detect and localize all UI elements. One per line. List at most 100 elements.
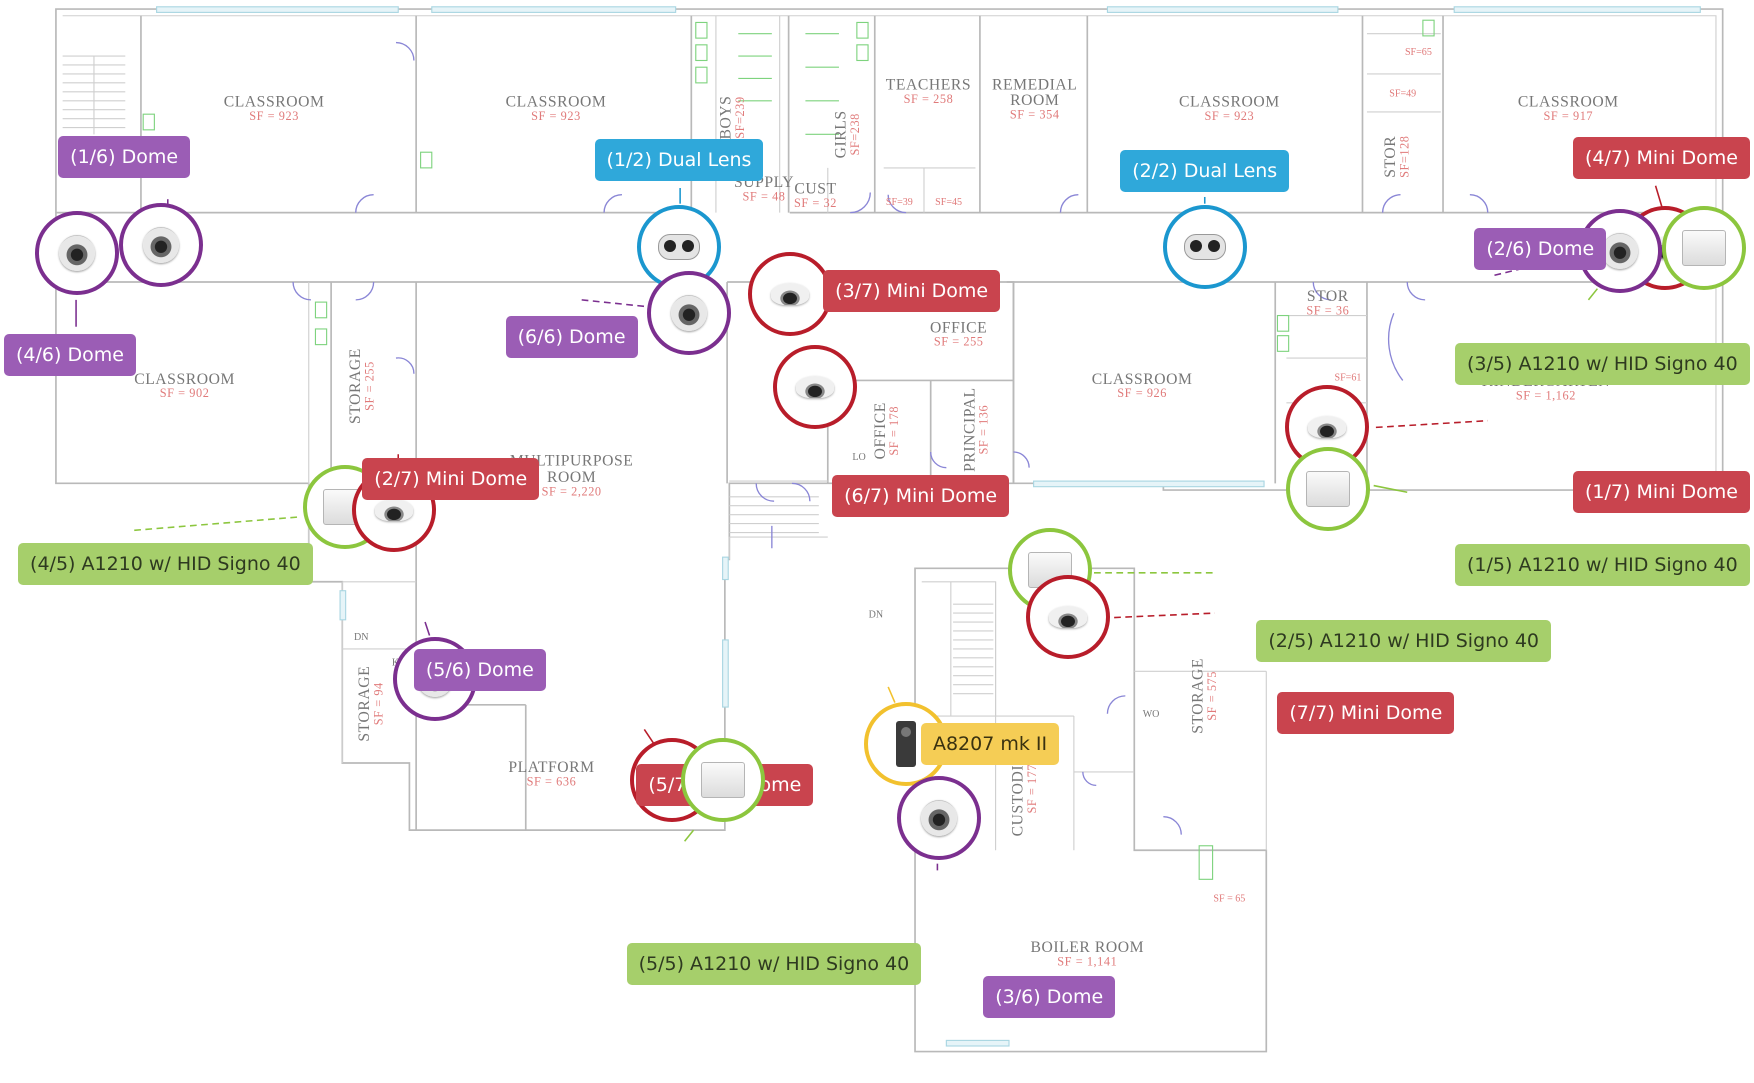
room-name: PRINCIPAL [961,387,978,472]
room-name: CLASSROOM [134,371,235,388]
room-area: SF = 926 [1117,386,1167,400]
intercom-a8207-label[interactable]: A8207 mk II [920,722,1060,765]
room-name: CLASSROOM [1518,93,1619,110]
room-name: BOYS [717,96,734,140]
cam-7-7-marker[interactable] [1026,575,1111,660]
room-area: SF=128 [1397,135,1411,177]
room-name: CUST [794,181,836,198]
room-name: MULTIPURPOSE [510,452,634,469]
dome-camera-icon [1601,232,1638,269]
dual-lens-camera-icon [658,234,700,261]
small-label: DN [354,632,369,643]
room-name: ROOM [547,469,596,486]
building-walls [55,8,1724,1053]
room-name: CLASSROOM [1092,371,1193,388]
room-area: SF = 258 [904,92,954,106]
room-name: STORAGE [347,348,364,424]
room-area: SF = 354 [1010,108,1060,122]
room-area: SF = 255 [363,361,377,411]
cam-1-7-label[interactable]: (1/7) Mini Dome [1573,471,1750,514]
room-name: ROOM [1010,92,1059,109]
room-name: BOILER ROOM [1031,939,1145,956]
room-area: SF = 923 [1205,109,1255,123]
mini-dome-camera-icon [1049,606,1088,629]
room-name: PLATFORM [508,759,594,776]
reader-1-5-marker[interactable] [1285,446,1370,531]
room-area: SF = 2,220 [542,485,602,499]
room-name: OFFICE [872,402,889,459]
cam-2-7-label[interactable]: (2/7) Mini Dome [362,457,540,500]
room-area: SF = 178 [887,406,901,456]
cam-2-2-label[interactable]: (2/2) Dual Lens [1120,150,1290,193]
room-area: SF = 923 [249,109,299,123]
cam-6-7-marker[interactable] [773,345,858,430]
reader-1-5-label[interactable]: (1/5) A1210 w/ HID Signo 40 [1455,543,1750,586]
cam-3-7-marker[interactable] [747,252,832,337]
small-label: SF=45 [935,197,962,208]
reader-4-5-label[interactable]: (4/5) A1210 w/ HID Signo 40 [18,542,313,585]
room-area: SF = 636 [527,774,577,788]
mini-dome-camera-icon [1307,416,1346,439]
room-area: SF = 136 [977,405,991,455]
cam-2-6-label[interactable]: (2/6) Dome [1474,228,1607,271]
room-area: SF = 923 [531,109,581,123]
room-area: SF = 94 [372,682,386,725]
reader-5-5-label[interactable]: (5/5) A1210 w/ HID Signo 40 [626,943,922,986]
room-area: SF = 255 [934,335,984,349]
room-name: OFFICE [930,319,987,336]
cam-1-6-marker[interactable] [119,202,204,287]
cam-2-2-marker[interactable] [1162,205,1247,290]
cam-7-7-label[interactable]: (7/7) Mini Dome [1277,691,1455,734]
reader-3-5-marker[interactable] [1661,206,1746,291]
room-area: SF = 32 [794,196,837,210]
room-area: SF = 1,162 [1516,388,1576,402]
doors [292,41,1489,835]
small-label: SF=39 [886,197,913,208]
cam-4-7-label[interactable]: (4/7) Mini Dome [1573,136,1750,179]
cam-3-6-label[interactable]: (3/6) Dome [983,975,1116,1018]
dome-camera-icon [143,226,180,263]
small-label: SF=61 [1334,372,1361,383]
mini-dome-camera-icon [770,283,809,306]
room-area: SF = 575 [1205,671,1219,721]
cam-6-7-label[interactable]: (6/7) Mini Dome [832,474,1010,517]
cam-4-6-marker[interactable] [35,210,120,295]
cam-1-2-label[interactable]: (1/2) Dual Lens [594,138,764,181]
small-label: DN [869,610,884,621]
mini-dome-camera-icon [796,376,835,399]
room-name: STOR [1382,136,1399,178]
room-area: SF=238 [848,113,862,155]
room-name: STORAGE [356,666,373,742]
room-name: CLASSROOM [224,93,325,110]
room-name: STOR [1307,288,1349,305]
room-area: SF = 36 [1306,303,1349,317]
cam-1-6-label[interactable]: (1/6) Dome [58,135,191,178]
stairs [62,55,994,695]
cam-3-6-marker[interactable] [896,775,981,860]
cam-6-6-marker[interactable] [647,271,732,356]
reader-3-5-label[interactable]: (3/5) A1210 w/ HID Signo 40 [1455,342,1750,385]
room-area: SF = 902 [160,386,210,400]
cam-3-7-label[interactable]: (3/7) Mini Dome [823,269,1001,312]
cam-4-6-label[interactable]: (4/6) Dome [4,333,136,376]
mini-dome-camera-icon [374,499,413,522]
small-label: SF=65 [1405,47,1432,58]
dome-camera-icon [59,234,96,271]
small-label: LO [852,452,865,463]
dome-camera-icon [671,295,708,332]
room-area: SF = 177 [1025,764,1039,814]
door-controller-icon [1681,230,1726,267]
fixtures [142,19,1435,880]
door-controller-icon [700,761,745,798]
room-area: SF = 917 [1543,109,1593,123]
cam-5-6-label[interactable]: (5/6) Dome [413,649,546,692]
reader-2-5-label[interactable]: (2/5) A1210 w/ HID Signo 40 [1256,619,1552,662]
door-controller-icon [1305,470,1350,507]
room-name: CLASSROOM [1179,93,1280,110]
small-label: SF=49 [1389,88,1416,99]
reader-5-5-marker[interactable] [680,737,765,822]
cam-6-6-label[interactable]: (6/6) Dome [505,315,638,358]
small-label: SF = 65 [1213,894,1245,905]
